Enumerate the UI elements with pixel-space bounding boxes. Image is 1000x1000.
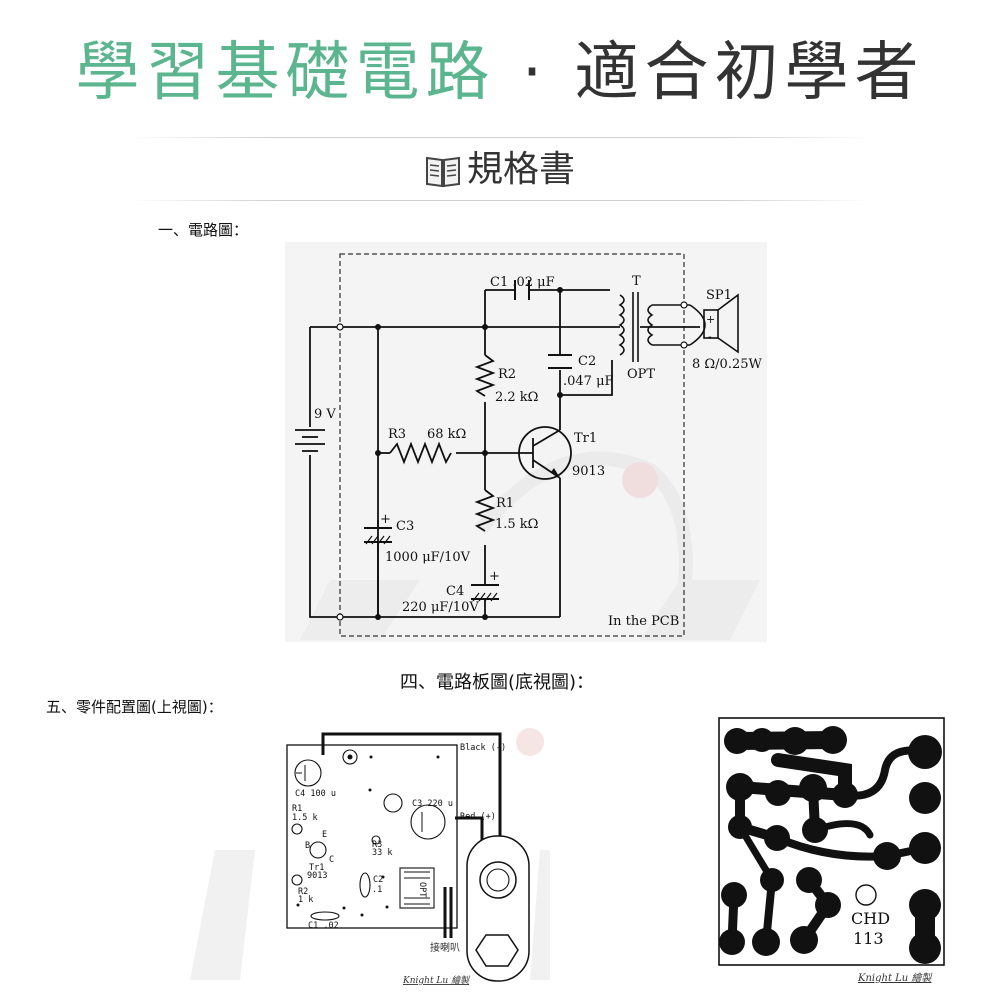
c3-label: C3 — [396, 519, 414, 534]
c2-label: C2 — [578, 354, 596, 369]
c4-label: C4 100 u — [295, 789, 336, 799]
tr1-label: Tr1 — [309, 863, 324, 873]
parts-layout-diagram: Black (-) Red (+) C4 100 u R1 1.5 k E B … — [190, 728, 550, 986]
emitter-label: E — [322, 830, 327, 840]
c3-value: 1000 μF/10V — [385, 550, 471, 565]
r3-value: 33 k — [372, 848, 392, 858]
tr1-value: 9013 — [572, 464, 605, 479]
divider-top — [130, 137, 870, 138]
pcb-label-number: 113 — [853, 929, 884, 948]
watermark-graphic — [300, 451, 760, 640]
c4-label: C4 — [446, 584, 464, 599]
r2-value: 1 k — [298, 895, 313, 905]
base-label: B — [305, 841, 310, 851]
tr1-label: Tr1 — [574, 431, 597, 446]
opt-label: OPT — [417, 882, 427, 897]
pcb-credit: Knight Lu 繪製 — [857, 972, 932, 984]
divider-bottom — [130, 200, 870, 201]
pcb-traces — [727, 731, 935, 958]
title-sub: 適合初學者 — [574, 36, 925, 110]
pcb-outline — [718, 717, 945, 966]
spec-heading: 規格書 — [0, 140, 1000, 200]
r1-label: R1 — [496, 496, 514, 511]
c2-label: C2 — [373, 875, 383, 885]
r2-value: 2.2 kΩ — [495, 390, 538, 405]
section-circuit-diagram: 一、電路圖： — [158, 221, 249, 239]
speaker-rating: 8 Ω/0.25W — [692, 357, 763, 372]
r2-label: R2 — [498, 367, 516, 382]
tr1-value: 9013 — [307, 871, 327, 881]
c4-value: 220 μF/10V — [402, 600, 479, 615]
t-label: T — [632, 274, 641, 289]
title-separator: · — [495, 36, 575, 110]
c4-plus: + — [489, 569, 500, 584]
book-icon — [425, 156, 460, 188]
red-wire-label: Red (+) — [460, 812, 496, 822]
speaker-plus: + — [706, 313, 715, 326]
r1-value: 1.5 k — [292, 813, 318, 823]
opt-label: OPT — [627, 367, 655, 382]
pcb-note: In the PCB — [608, 614, 679, 629]
collector-label: C — [329, 855, 334, 865]
c2-value: .047 μF — [563, 374, 614, 389]
r1-value: 1.5 kΩ — [495, 517, 538, 532]
c3-label: C3 220 u — [412, 799, 453, 809]
r3-value: 68 kΩ — [427, 427, 466, 442]
circuit-schematic: C1 .02 μF T SP1 C2 .047 μF OPT 8 Ω/0.25W… — [285, 242, 767, 642]
r3-label: R3 — [388, 427, 406, 442]
section-pcb-bottom: 四、電路板圖(底視圖)： — [400, 672, 595, 693]
title-main: 學習基礎電路 — [75, 36, 496, 110]
pcb-bottom-view: CHD 113 Knight Lu 繪製 — [718, 717, 945, 984]
r1-label: R1 — [292, 804, 302, 814]
layout-credit: Knight Lu 繪製 — [402, 975, 470, 986]
r3-label: R3 — [372, 840, 382, 850]
speaker-minus: - — [708, 330, 712, 343]
battery-label: 9 V — [314, 407, 336, 422]
page-title: 學習基礎電路 · 適合初學者 — [0, 28, 1000, 118]
c3-plus: + — [380, 512, 391, 527]
pcb-label-chd: CHD — [851, 909, 890, 928]
c1-label: C1 .02 μF — [490, 275, 555, 290]
c1-label: C1 .02 — [308, 921, 339, 931]
black-wire-label: Black (-) — [460, 743, 506, 753]
watermark-graphic — [190, 728, 550, 980]
pcb-boundary — [339, 253, 685, 637]
c2-value: .1 — [372, 885, 382, 895]
sp1-label: SP1 — [706, 288, 732, 303]
section-parts-layout: 五、零件配置圖(上視圖)： — [46, 698, 223, 716]
r2-label: R2 — [298, 887, 308, 897]
speaker-connection-label: 接喇叭 — [430, 941, 460, 954]
spec-heading-text: 規格書 — [466, 149, 575, 190]
